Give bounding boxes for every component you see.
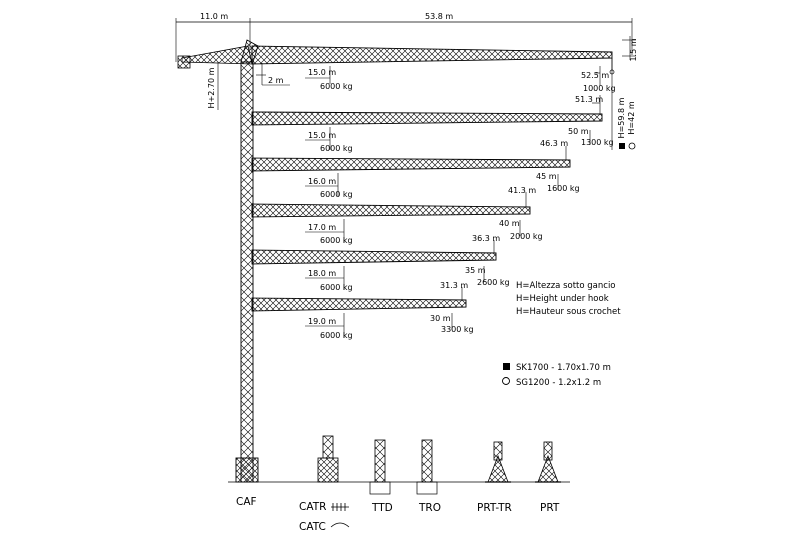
jib-4-inner-reach: 40 m	[499, 219, 520, 228]
mast	[235, 39, 259, 483]
jib-6: 31.3 m 30 m 3300 kg 19.0 m 6000 kg	[251, 281, 474, 340]
jib-5-tip-load: 2600 kg	[477, 278, 510, 287]
jib-2-inner-reach: 50 m	[568, 127, 589, 136]
jib-3-reach: 46.3 m	[540, 139, 568, 148]
jib-4: 41.3 m 40 m 2000 kg 17.0 m 6000 kg	[251, 186, 543, 245]
jib-4-reach: 41.3 m	[508, 186, 536, 195]
mast-base	[235, 457, 259, 483]
legend-sg1200: SG1200 - 1.2x1.2 m	[516, 378, 601, 388]
jib-2-tip-load: 1300 kg	[581, 138, 614, 147]
hook-height-dimension: H=59.8 m H=42 m	[611, 58, 636, 150]
rail-track-icon	[331, 503, 349, 511]
jib-4-tip-load: 2000 kg	[510, 232, 543, 241]
base-prt-tr	[485, 441, 511, 483]
base-legend: SK1700 - 1.70x1.70 m SG1200 - 1.2x1.2 m	[502, 363, 611, 388]
jib-2-max-load: 6000 kg	[320, 144, 353, 153]
legend-sk1700: SK1700 - 1.70x1.70 m	[516, 363, 611, 373]
base-label-caf: CAF	[236, 496, 257, 508]
pivot-offset-label: 2 m	[268, 76, 284, 85]
base-label-prt: PRT	[540, 502, 560, 514]
jib-5-max-radius: 18.0 m	[308, 269, 336, 278]
jib-4-max-load: 6000 kg	[320, 236, 353, 245]
jib-6-max-load: 6000 kg	[320, 331, 353, 340]
jib-6-tip-load: 3300 kg	[441, 325, 474, 334]
jib-2: 51.3 m 50 m 1300 kg 15.0 m 6000 kg	[251, 95, 614, 153]
jib-1-max-load: 6000 kg	[320, 82, 353, 91]
hook-height-label-1: H=59.8 m	[617, 97, 626, 138]
pivot-dimension: 2 m	[256, 63, 290, 86]
top-dimension: 11.0 m 53.8 m	[175, 12, 633, 62]
jib-4-max-radius: 17.0 m	[308, 223, 336, 232]
jib-6-max-radius: 19.0 m	[308, 317, 336, 326]
base-catr	[317, 435, 339, 483]
base-prt	[535, 441, 561, 483]
filled-square-icon	[503, 363, 510, 370]
hook-height-label-2: H=42 m	[627, 101, 636, 134]
jib-6-reach: 31.3 m	[440, 281, 468, 290]
counter-jib	[177, 45, 253, 69]
jib-3-max-load: 6000 kg	[320, 190, 353, 199]
base-label-catr: CATR	[299, 501, 326, 513]
hook-note-it: H=Altezza sotto gancio	[516, 281, 616, 291]
counter-jib-dimension: 11.0 m	[200, 12, 228, 21]
tip-height-label: 1.5 m	[629, 38, 638, 61]
jib-1-tip-load: 1000 kg	[583, 84, 616, 93]
base-label-tro: TRO	[418, 502, 441, 514]
base-labels: CAF CATR CATC TTD TRO PRT-TR PRT	[236, 496, 560, 533]
jib-5: 36.3 m 35 m 2600 kg 18.0 m 6000 kg	[251, 234, 510, 292]
jib-length-dimension: 53.8 m	[425, 12, 453, 21]
jib-5-reach: 36.3 m	[472, 234, 500, 243]
hook-note-en: H=Height under hook	[516, 294, 609, 304]
hollow-circle-marker	[628, 142, 636, 150]
jib-2-reach: 51.3 m	[575, 95, 603, 104]
tip-height-dimension: 1.5 m	[622, 36, 638, 62]
filled-square-marker	[619, 143, 625, 149]
base-label-catc: CATC	[299, 521, 326, 533]
jib-6-inner-reach: 30 m	[430, 314, 451, 323]
jib-1-reach: 52.5 m	[581, 71, 609, 80]
base-ttd	[369, 439, 391, 495]
jib-3: 46.3 m 45 m 1600 kg 16.0 m 6000 kg	[251, 139, 580, 199]
jib-3-inner-reach: 45 m	[536, 172, 557, 181]
hook-note-fr: H=Hauteur sous crochet	[516, 307, 621, 317]
jib-3-max-radius: 16.0 m	[308, 177, 336, 186]
jib-3-tip-load: 1600 kg	[547, 184, 580, 193]
base-label-prt-tr: PRT-TR	[477, 502, 512, 514]
counterweight	[177, 55, 191, 69]
jib-1: 52.5 m 1000 kg 15.0 m 6000 kg	[251, 45, 616, 93]
hollow-circle-icon	[502, 377, 510, 385]
base-label-ttd: TTD	[371, 502, 393, 514]
curved-track-icon	[330, 522, 350, 528]
jib-2-max-radius: 15.0 m	[308, 131, 336, 140]
jib-5-max-load: 6000 kg	[320, 283, 353, 292]
base-tro	[416, 439, 438, 495]
hook-notes: H=Altezza sotto gancio H=Height under ho…	[516, 281, 621, 317]
mast-offset-label: H+2.70 m	[207, 67, 216, 108]
jib-5-inner-reach: 35 m	[465, 266, 486, 275]
jib-1-max-radius: 15.0 m	[308, 68, 336, 77]
